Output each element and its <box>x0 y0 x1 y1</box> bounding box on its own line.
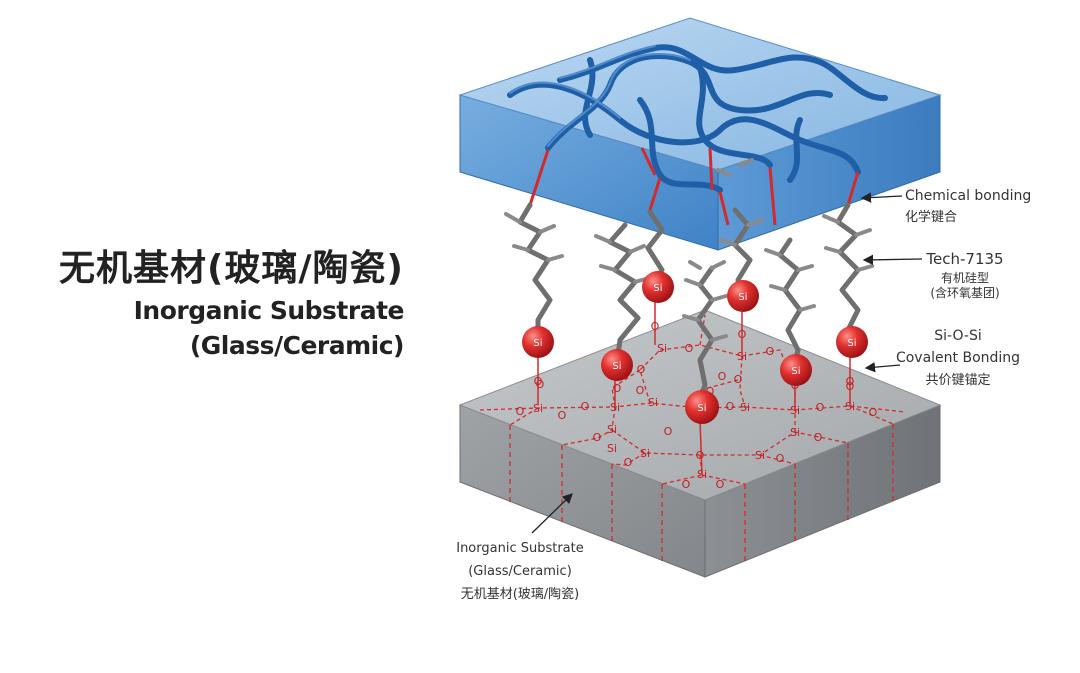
svg-text:O: O <box>516 405 525 418</box>
arrow-substrate <box>531 493 573 534</box>
svg-text:O: O <box>846 375 855 388</box>
title-block: 无机基材(玻璃/陶瓷) Inorganic Substrate (Glass/C… <box>58 245 405 363</box>
title-english-line1: Inorganic Substrate <box>133 296 405 325</box>
svg-text:O: O <box>718 370 727 383</box>
svg-text:O: O <box>696 449 705 462</box>
svg-text:O: O <box>776 452 785 465</box>
title-english-line2: (Glass/Ceramic) <box>189 331 405 360</box>
svg-text:Si: Si <box>737 350 747 363</box>
annotation-sios: Si-O-Si Covalent Bonding 共价键锚定 <box>864 328 1020 388</box>
si-atom: Si <box>601 349 633 381</box>
svg-text:O: O <box>734 373 743 386</box>
anchor-oxygens: O O O O <box>534 320 855 388</box>
svg-text:O: O <box>593 431 602 444</box>
label-tech-en: Tech-7135 <box>925 250 1003 268</box>
silane-branches <box>504 158 874 342</box>
si-o-anchor-lines <box>537 300 851 476</box>
svg-text:O: O <box>766 345 775 358</box>
svg-text:O: O <box>726 400 735 413</box>
si-atom: Si <box>685 390 719 424</box>
si-atom: Si <box>727 280 759 312</box>
svg-text:O: O <box>869 406 878 419</box>
svg-text:Si: Si <box>790 426 800 439</box>
si-atom: Si <box>522 326 554 358</box>
svg-text:O: O <box>558 409 567 422</box>
svg-text:Si: Si <box>533 338 542 349</box>
label-sios-en2: Covalent Bonding <box>896 350 1020 366</box>
arrow-chemical-bonding <box>860 192 903 203</box>
svg-text:O: O <box>613 382 622 395</box>
label-substrate-en2: (Glass/Ceramic) <box>468 564 572 579</box>
svg-text:Si: Si <box>791 366 800 377</box>
svg-text:Si: Si <box>657 342 667 355</box>
annotation-substrate: Inorganic Substrate (Glass/Ceramic) 无机基材… <box>456 493 584 602</box>
svg-text:Si: Si <box>847 338 856 349</box>
svg-text:O: O <box>534 375 543 388</box>
annotation-chemical-bonding: Chemical bonding 化学键合 <box>860 188 1031 225</box>
svg-text:Si: Si <box>755 449 765 462</box>
svg-text:O: O <box>536 378 545 391</box>
title-chinese: 无机基材(玻璃/陶瓷) <box>58 248 404 289</box>
svg-text:Si: Si <box>845 400 855 413</box>
svg-text:Si: Si <box>790 404 800 417</box>
svg-text:O: O <box>682 478 691 491</box>
label-tech-zh2: (含环氧基团) <box>930 285 999 300</box>
svg-text:O: O <box>651 320 660 333</box>
svg-text:Si: Si <box>640 447 650 460</box>
label-tech-zh1: 有机硅型 <box>941 271 989 285</box>
svg-text:O: O <box>706 385 715 398</box>
svg-text:Si: Si <box>612 361 621 372</box>
svg-text:Si: Si <box>740 401 750 414</box>
polymer-block <box>458 17 942 251</box>
label-chemical-bonding-zh: 化学键合 <box>905 209 957 225</box>
svg-text:Si: Si <box>607 423 617 436</box>
svg-text:Si: Si <box>533 402 543 415</box>
svg-text:Si: Si <box>738 292 747 303</box>
svg-text:O: O <box>637 363 646 376</box>
arrow-sios <box>864 362 901 373</box>
si-atom: Si <box>836 326 868 358</box>
svg-text:Si: Si <box>697 403 706 414</box>
svg-text:O: O <box>814 431 823 444</box>
si-atoms: Si Si Si Si Si Si Si <box>522 271 868 424</box>
svg-text:O: O <box>685 342 694 355</box>
svg-text:Si: Si <box>653 283 662 294</box>
label-sios-zh: 共价键锚定 <box>925 373 990 388</box>
svg-text:O: O <box>664 425 673 438</box>
polymer-chain-highlight <box>509 45 691 147</box>
si-atom: Si <box>780 354 812 386</box>
svg-text:O: O <box>636 384 645 397</box>
label-substrate-en1: Inorganic Substrate <box>456 541 584 556</box>
svg-text:O: O <box>816 401 825 414</box>
label-chemical-bonding-en: Chemical bonding <box>905 188 1031 204</box>
svg-text:O: O <box>581 400 590 413</box>
substrate-edge-bonds <box>509 424 894 561</box>
svg-text:O: O <box>624 456 633 469</box>
svg-text:Si: Si <box>610 401 620 414</box>
chemical-bond-lines <box>528 147 860 226</box>
svg-text:Si: Si <box>648 396 658 409</box>
label-sios-en1: Si-O-Si <box>934 328 981 344</box>
arrow-tech <box>862 254 923 266</box>
svg-text:O: O <box>738 328 747 341</box>
annotation-tech: Tech-7135 有机硅型 (含环氧基团) <box>862 250 1004 300</box>
svg-text:Si: Si <box>607 442 617 455</box>
si-atom: Si <box>642 271 674 303</box>
svg-text:O: O <box>716 478 725 491</box>
label-substrate-zh: 无机基材(玻璃/陶瓷) <box>461 586 580 602</box>
